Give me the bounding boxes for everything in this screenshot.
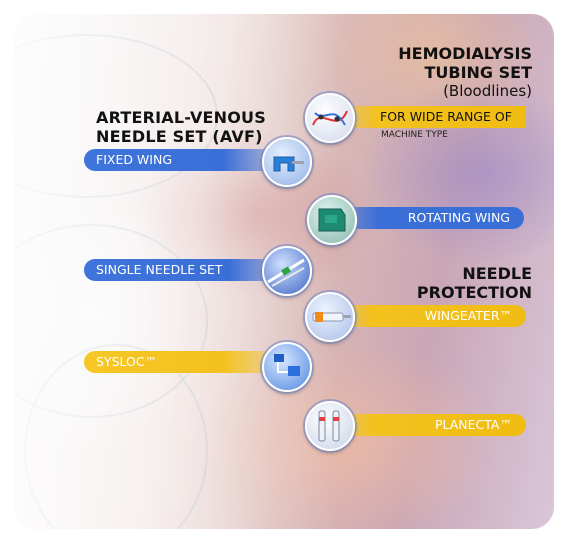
wingeater-link[interactable]: WINGEATER™ <box>320 305 526 327</box>
hemodialysis-heading-line2: TUBING SET <box>424 63 532 82</box>
needle-protection-heading-line2: PROTECTION <box>416 283 532 302</box>
hemodialysis-heading-line3: (Bloodlines) <box>443 82 532 100</box>
hemodialysis-heading: HEMODIALYSIS TUBING SET (Bloodlines) <box>398 44 532 101</box>
planecta-device-icon[interactable] <box>305 401 355 451</box>
sysloc-device-icon[interactable] <box>262 342 312 392</box>
fixed-wing-link[interactable]: FIXED WING <box>84 149 284 171</box>
wide-range-link[interactable]: FOR WIDE RANGE OF <box>326 106 526 128</box>
tubing-decoration <box>14 224 208 418</box>
planecta-label: PLANECTA™ <box>434 417 512 432</box>
needle-protection-heading: NEEDLE PROTECTION <box>417 264 532 302</box>
avf-heading: ARTERIAL-VENOUS NEEDLE SET (AVF) <box>96 108 266 146</box>
needle-protection-heading-line1: NEEDLE <box>462 264 532 283</box>
rotating-wing-label: ROTATING WING <box>407 210 510 225</box>
planecta-link[interactable]: PLANECTA™ <box>320 414 526 436</box>
avf-heading-line1: ARTERIAL-VENOUS <box>96 108 266 127</box>
fixed-wing-label: FIXED WING <box>96 152 173 167</box>
rotating-wing-link[interactable]: ROTATING WING <box>316 207 524 229</box>
single-needle-set-icon[interactable] <box>262 246 312 296</box>
sysloc-label: SYSLOC™ <box>96 354 158 369</box>
avf-heading-line2: NEEDLE SET (AVF) <box>96 127 263 146</box>
bloodline-tubing-icon[interactable] <box>305 93 355 143</box>
fixed-wing-needle-icon[interactable] <box>262 137 312 187</box>
hemodialysis-heading-line1: HEMODIALYSIS <box>398 44 532 63</box>
single-needle-set-link[interactable]: SINGLE NEEDLE SET <box>84 259 292 281</box>
wingeater-device-icon[interactable] <box>305 292 355 342</box>
wingeater-label: WINGEATER™ <box>424 308 512 323</box>
sysloc-link[interactable]: SYSLOC™ <box>84 351 284 373</box>
rotating-wing-needle-icon[interactable] <box>307 195 357 245</box>
single-needle-set-label: SINGLE NEEDLE SET <box>96 262 223 277</box>
machine-type-label: MACHINE TYPE <box>381 130 448 140</box>
